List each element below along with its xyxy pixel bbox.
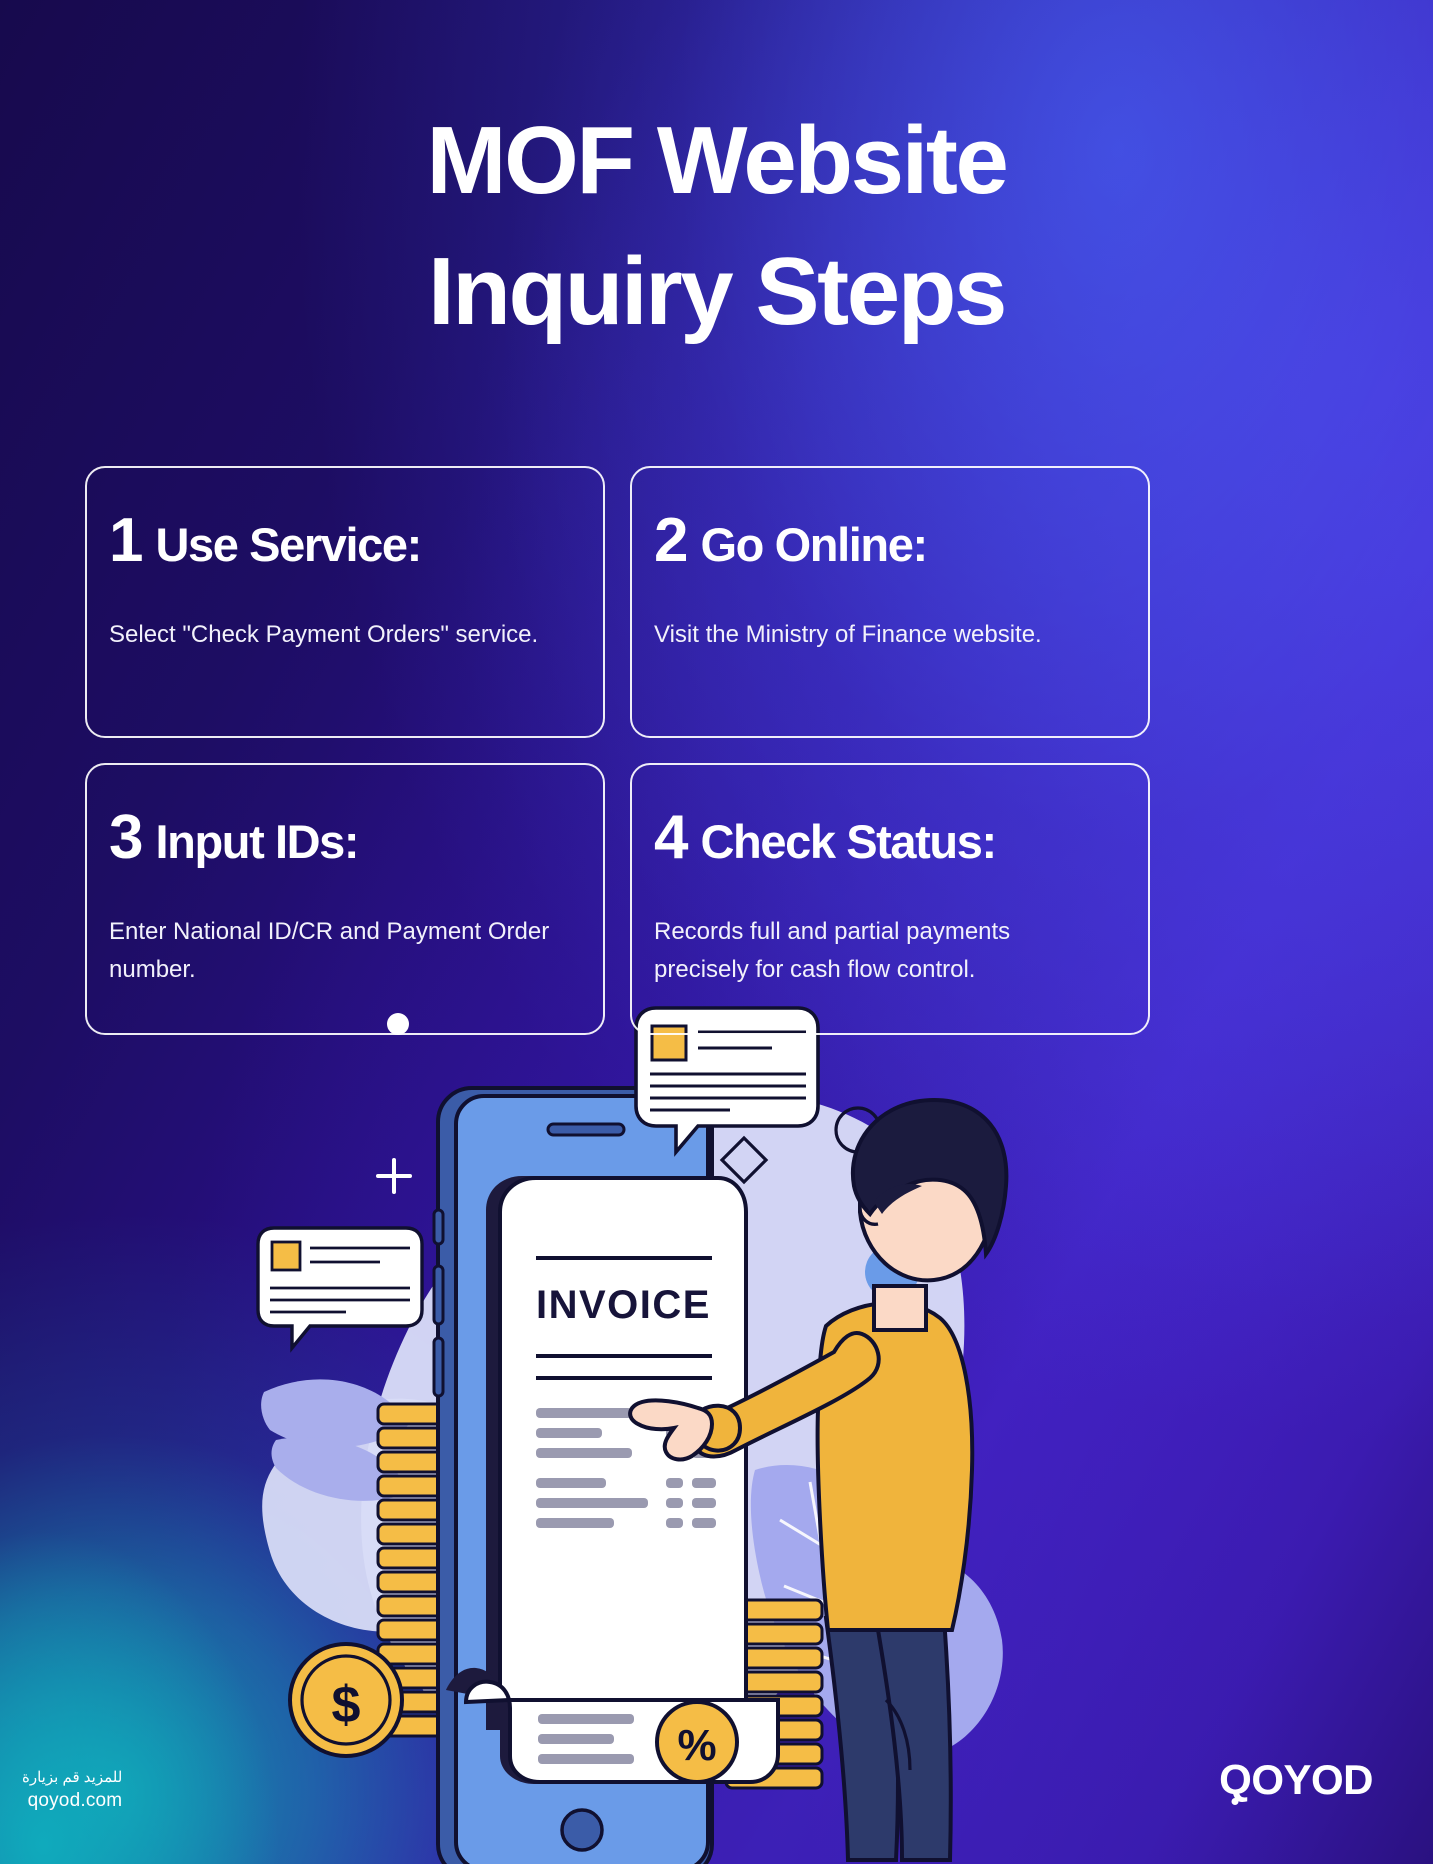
invoice-illustration: $ INVOICE — [250, 1000, 1010, 1864]
step-2-number: 2 — [654, 506, 689, 575]
step-3-number: 3 — [109, 803, 144, 872]
leaf-decoration-left — [261, 1379, 410, 1501]
dollar-coin: $ — [288, 1642, 404, 1758]
person-figure — [628, 1097, 1009, 1862]
step-4-body: Records full and partial payments precis… — [654, 918, 1011, 984]
step-1-header: 1 Use Service: — [109, 510, 575, 572]
plus-mark-1 — [376, 1158, 412, 1194]
step-2-title: Go Online: — [700, 518, 928, 571]
step-2-body: Visit the Ministry of Finance website. — [654, 621, 1042, 648]
step-1-body: Select "Check Payment Orders" service. — [109, 621, 539, 648]
percent-badge: % — [655, 1700, 739, 1784]
step-3-body: Enter National ID/CR and Payment Order n… — [109, 918, 550, 984]
percent-symbol: % — [677, 1721, 716, 1770]
qoyod-logo: Q OYOD — [1219, 1756, 1373, 1805]
step-4-header: 4 Check Status: — [654, 807, 1120, 869]
invoice-footer-lines — [538, 1714, 634, 1764]
step-card-2[interactable]: 2 Go Online: Visit the Ministry of Finan… — [630, 466, 1150, 738]
title-line-1: MOF Website — [426, 107, 1009, 214]
coin-dollar-symbol: $ — [332, 1676, 361, 1734]
step-card-4[interactable]: 4 Check Status: Records full and partial… — [630, 763, 1150, 1035]
step-card-3[interactable]: 3 Input IDs: Enter National ID/CR and Pa… — [85, 763, 605, 1035]
invoice-line-items — [536, 1408, 648, 1528]
step-4-number: 4 — [654, 803, 689, 872]
invoice-heading: INVOICE — [536, 1283, 711, 1327]
step-3-title: Input IDs: — [155, 815, 359, 868]
footer-website-url[interactable]: qoyod.com — [27, 1790, 123, 1812]
diamond-mark — [719, 1135, 769, 1185]
step-card-1[interactable]: 1 Use Service: Select "Check Payment Ord… — [85, 466, 605, 738]
step-2-header: 2 Go Online: — [654, 510, 1120, 572]
footer-arabic-text: للمزيد قم بزيارة — [22, 1768, 123, 1786]
step-1-title: Use Service: — [155, 518, 422, 571]
step-4-title: Check Status: — [700, 815, 997, 868]
speech-bubble-left — [256, 1226, 424, 1353]
dot-mark-1 — [387, 1013, 409, 1035]
steps-grid: 1 Use Service: Select "Check Payment Ord… — [85, 466, 1150, 1035]
title-line-2: Inquiry Steps — [428, 237, 1007, 345]
logo-q-glyph: Q — [1219, 1756, 1252, 1803]
invoice-document: INVOICE — [446, 1176, 780, 1784]
logo-q-letter: Q — [1219, 1756, 1252, 1805]
page-title: MOF Website Inquiry Steps — [0, 96, 1433, 357]
step-1-number: 1 — [109, 506, 144, 575]
logo-rest-glyphs: OYOD — [1251, 1756, 1373, 1803]
step-3-header: 3 Input IDs: — [109, 807, 575, 869]
speech-bubble-top — [634, 1006, 820, 1157]
logo-q-dot — [1231, 1798, 1239, 1805]
footer-visit-info: للمزيد قم بزيارة qoyod.com — [22, 1767, 122, 1814]
